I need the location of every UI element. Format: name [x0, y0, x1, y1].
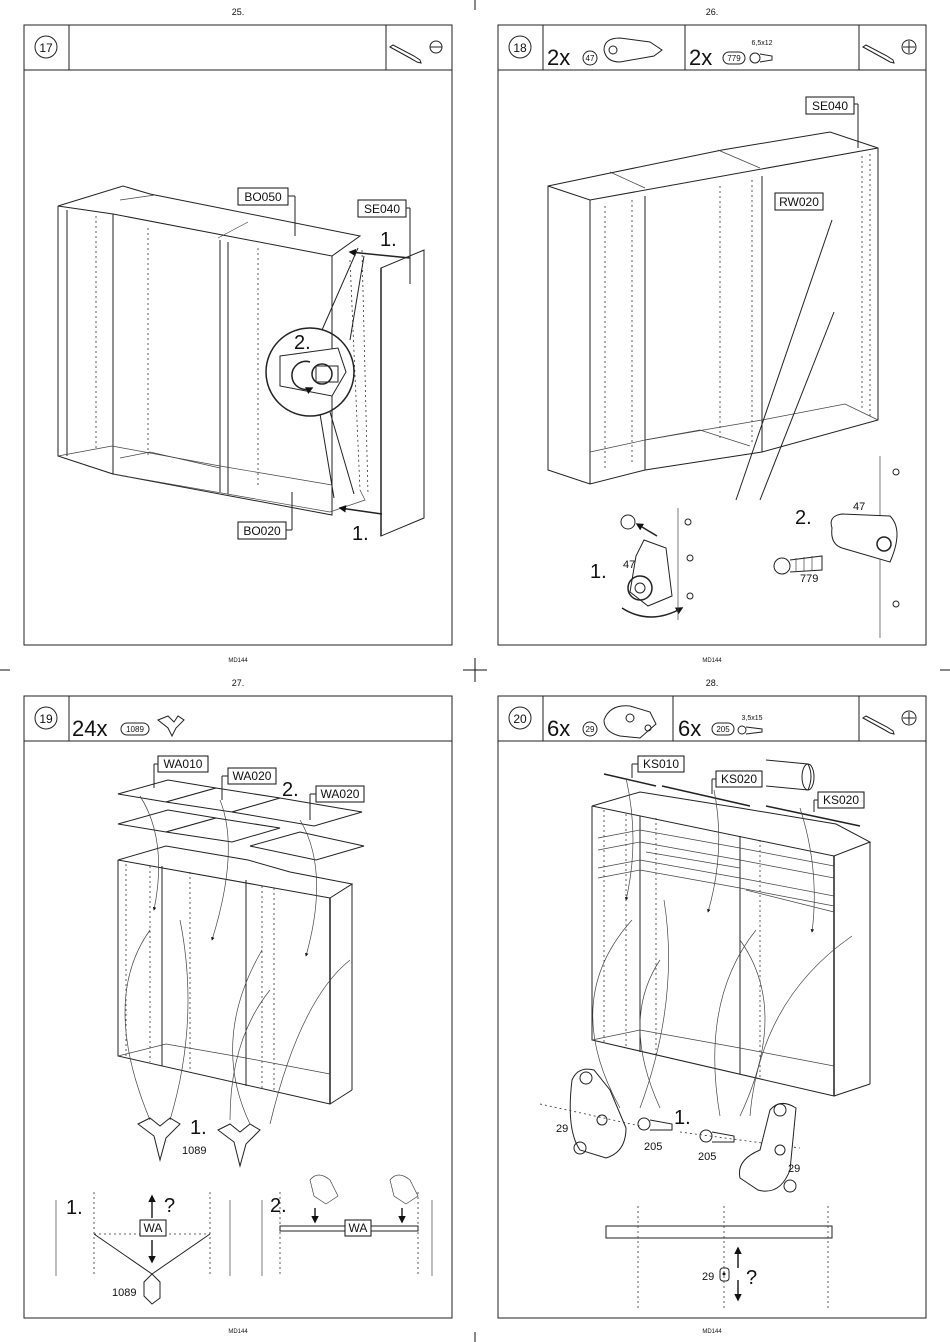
part-label-rw020: RW020	[775, 193, 823, 210]
svg-text:BO050: BO050	[244, 190, 282, 204]
svg-text:WA010: WA010	[164, 757, 203, 771]
page-26: 26. 18 2x 47 2x 779 6,5x12	[498, 7, 926, 664]
page-footer: MD144	[228, 1329, 248, 1335]
part-number: 47	[586, 54, 595, 63]
step-2: 2.	[294, 332, 311, 354]
part-number: 29	[586, 725, 595, 734]
svg-text:KS020: KS020	[721, 772, 757, 786]
part-qty: 24x	[72, 716, 107, 741]
detail-step-1: 1.	[66, 1197, 83, 1219]
part-number-779: 779	[800, 573, 818, 585]
detail-part-number: 29	[702, 1271, 714, 1283]
screwdriver-icon	[390, 41, 442, 63]
svg-text:WA: WA	[349, 1221, 368, 1235]
part-label-wa020: WA020	[228, 768, 276, 784]
part-size: 3,5x15	[741, 715, 762, 722]
svg-text:WA020: WA020	[321, 787, 360, 801]
step-number: 17	[39, 41, 53, 55]
svg-text:WA020: WA020	[233, 769, 272, 783]
part-qty: 6x	[547, 716, 570, 741]
part-label-ks010: KS010	[638, 756, 684, 772]
part-number-29: 29	[556, 1123, 568, 1135]
question-mark: ?	[164, 1195, 175, 1217]
question-mark: ?	[746, 1267, 757, 1289]
part-label-se040: SE040	[806, 97, 854, 114]
part-number-29: 29	[788, 1163, 800, 1175]
part-qty: 2x	[689, 45, 712, 70]
svg-text:KS010: KS010	[643, 757, 679, 771]
svg-text:SE040: SE040	[812, 99, 848, 113]
step-number: 18	[513, 41, 527, 55]
screw-icon	[738, 726, 762, 734]
step-1: 1.	[190, 1117, 207, 1139]
part-label-wa020-2: WA020	[316, 786, 364, 802]
connector-47-icon	[604, 38, 662, 62]
part-label-bo050: BO050	[238, 188, 288, 205]
part-qty: 6x	[678, 716, 701, 741]
page-number: 26.	[706, 7, 719, 17]
page-25: 25. 17	[24, 7, 452, 664]
svg-text:BO020: BO020	[243, 524, 281, 538]
wardrobe-drawing-20	[540, 760, 870, 1308]
part-number-47: 47	[623, 559, 635, 571]
step-2: 2.	[795, 507, 812, 529]
step-1-bottom: 1.	[352, 523, 369, 545]
part-number: 779	[727, 54, 741, 63]
page-footer: MD144	[702, 658, 722, 664]
part-number: 1089	[126, 725, 144, 734]
wardrobe-drawing-19	[56, 780, 432, 1304]
part-label-ks020-2: KS020	[818, 792, 864, 808]
page-footer: MD144	[702, 1329, 722, 1335]
detail-step-2: 2.	[270, 1195, 287, 1217]
rod-holder-icon	[604, 706, 656, 738]
step-1: 1.	[674, 1107, 691, 1129]
svg-text:WA: WA	[144, 1221, 163, 1235]
svg-text:RW020: RW020	[779, 195, 819, 209]
step-number: 20	[513, 712, 527, 726]
screw-icon	[750, 53, 772, 63]
page-number: 27.	[232, 678, 245, 688]
part-number-1089: 1089	[182, 1145, 206, 1157]
part-number-205: 205	[644, 1141, 662, 1153]
page-footer: MD144	[228, 658, 248, 664]
part-qty: 2x	[547, 45, 570, 70]
screwdriver-icon	[863, 40, 916, 63]
page-number: 25.	[232, 7, 245, 17]
wardrobe-drawing-17	[58, 186, 424, 536]
svg-text:SE040: SE040	[364, 202, 400, 216]
detail-label-wa-2: WA	[345, 1220, 371, 1236]
shelf-support-icon	[158, 716, 184, 736]
step-1-top: 1.	[380, 229, 397, 251]
svg-text:KS020: KS020	[823, 793, 859, 807]
step-2: 2.	[282, 779, 299, 801]
part-label-ks020: KS020	[716, 771, 762, 787]
part-label-wa010: WA010	[158, 756, 208, 772]
detail-part-number: 1089	[112, 1287, 136, 1299]
detail-label-wa: WA	[140, 1220, 166, 1236]
step-number: 19	[39, 712, 53, 726]
part-size: 6,5x12	[751, 40, 772, 47]
step-1: 1.	[590, 561, 607, 583]
part-number: 205	[716, 725, 730, 734]
page-28: 28. 20 6x 29 6x 205 3,5x15	[498, 678, 926, 1335]
part-number-47: 47	[853, 501, 865, 513]
part-label-bo020: BO020	[238, 522, 286, 539]
part-number-205: 205	[698, 1151, 716, 1163]
screwdriver-icon	[863, 711, 916, 734]
page-27: 27. 19 24x 1089	[24, 678, 452, 1335]
part-label-se040: SE040	[358, 200, 406, 217]
page-number: 28.	[706, 678, 719, 688]
